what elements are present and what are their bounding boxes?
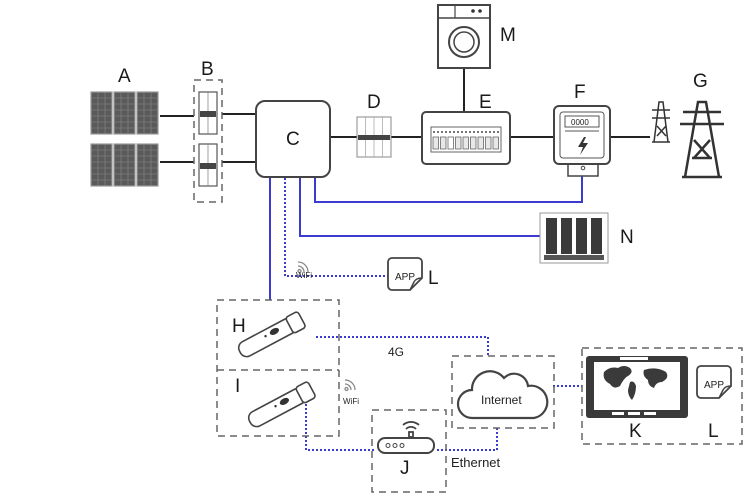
wifi-link-i-router: [305, 400, 376, 451]
label-e: E: [479, 92, 492, 113]
pv-panel-icon: [113, 143, 136, 187]
label-j: J: [400, 458, 410, 479]
small-pylon-icon: [652, 101, 670, 143]
washer-body: [437, 4, 491, 69]
pv-panel-icon: [90, 91, 113, 135]
internet-label: Internet: [481, 393, 522, 407]
router-group-border: [371, 409, 447, 493]
label-f: F: [574, 82, 586, 103]
distribution-breaker-slot: [440, 136, 447, 150]
usb-stick-icon-i: [247, 381, 316, 428]
label-g: G: [693, 71, 708, 92]
ethernet-link: [437, 428, 498, 451]
label-c: C: [286, 129, 300, 150]
monitoring-group-border: [581, 347, 743, 445]
large-pylon-icon: [680, 100, 724, 179]
world-map-icon: [603, 366, 668, 400]
label-n: N: [620, 227, 634, 248]
wifi-icon: [297, 261, 309, 274]
label-d: D: [367, 92, 381, 113]
label-a: A: [118, 66, 131, 87]
battery[interactable]: N: [539, 212, 634, 264]
pv-panel-icon: [90, 143, 113, 187]
wire-c-battery: [299, 178, 540, 237]
distribution-breaker-slot: [470, 136, 477, 150]
distribution-breaker-slot: [462, 136, 469, 150]
wifi-label-c: WiFi: [296, 271, 312, 280]
dc-breakers[interactable]: B: [193, 59, 223, 203]
stick-group-border: [216, 299, 340, 437]
label-l-upper: L: [428, 268, 439, 289]
monitoring-platform[interactable]: K: [586, 356, 688, 442]
distribution-breaker-slot: [485, 136, 492, 150]
app-text-lower: APP: [704, 380, 724, 391]
router-wifi-icon: [402, 421, 420, 438]
pv-panel-icon: [136, 143, 159, 187]
app-text-upper: APP: [395, 272, 415, 283]
fourg-stick[interactable]: H: [232, 311, 306, 360]
pv-modules[interactable]: A: [90, 66, 159, 187]
wifi-link-c-app: [284, 178, 392, 277]
wifi-stick[interactable]: I: [235, 376, 316, 430]
pv-panel-icon: [136, 91, 159, 135]
comm-wires: [269, 176, 583, 451]
monitoring-group: [581, 347, 743, 445]
pv-panel-icon: [113, 91, 136, 135]
energy-meter[interactable]: 0000 F: [553, 82, 611, 177]
power-wires: [160, 68, 650, 163]
dc-breaker-bottom: [198, 143, 218, 187]
ethernet-label: Ethernet: [451, 455, 501, 470]
label-b: B: [201, 59, 214, 80]
monitor-map-area: [594, 362, 680, 410]
grid[interactable]: G: [652, 71, 724, 179]
distribution-breaker-slot: [492, 136, 499, 150]
meter-digits: 0000: [571, 118, 589, 127]
internet-group-border: [451, 355, 555, 429]
app-lower[interactable]: APP L: [696, 365, 732, 442]
fourg-label: 4G: [388, 345, 404, 359]
fourg-link: [316, 336, 489, 356]
distribution-breaker-slot: [432, 136, 439, 150]
wifi-icon-i: [344, 379, 356, 392]
internet[interactable]: Internet: [451, 355, 555, 429]
distribution-breaker-slot: [477, 136, 484, 150]
router-body: [377, 437, 435, 454]
label-k: K: [629, 421, 642, 442]
stick-group: [216, 299, 340, 437]
usb-stick-icon-h: [237, 311, 306, 358]
distribution-box[interactable]: E: [421, 92, 511, 165]
wifi-label-i: WiFi: [343, 397, 359, 406]
dc-breaker-top: [198, 91, 218, 135]
lightning-icon: [578, 137, 588, 155]
inverter-body: [255, 100, 331, 178]
app-upper[interactable]: APP L: [387, 257, 439, 291]
wire-c-meter: [314, 176, 583, 203]
label-i: I: [235, 376, 240, 397]
inverter[interactable]: C: [255, 100, 331, 178]
washing-machine[interactable]: M: [437, 4, 516, 69]
distribution-breaker-slot: [455, 136, 462, 150]
label-h: H: [232, 316, 246, 337]
ac-breaker[interactable]: D: [356, 92, 392, 158]
dc-breaker-group-border: [193, 79, 223, 203]
router[interactable]: J: [371, 409, 447, 493]
distribution-breaker-slot: [447, 136, 454, 150]
label-l-lower: L: [708, 421, 719, 442]
label-m: M: [500, 25, 516, 46]
cloud-icon: [456, 370, 549, 420]
